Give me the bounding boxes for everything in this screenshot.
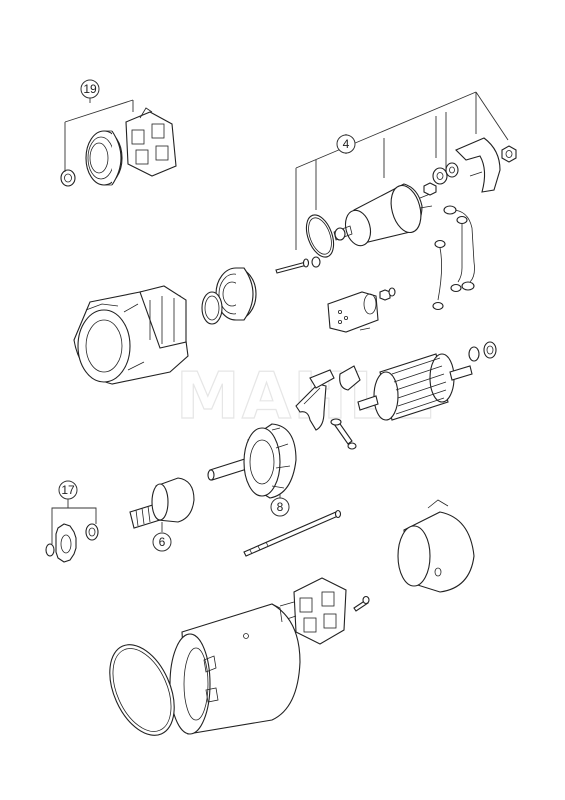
callout-17-label: 17 [61,483,75,497]
through-bolts [243,509,342,557]
callout-4-label: 4 [343,137,350,151]
small-screw [353,595,370,612]
o-ring-large [305,214,335,258]
cable-leads [432,205,475,311]
hex-nut [501,145,517,163]
end-cover-shield [455,137,501,193]
brush-holder-small [125,107,177,177]
solenoid-plunger [327,287,396,333]
solenoid-switch [333,183,433,247]
callout-17: 17 [58,480,78,500]
callout-8-label: 8 [277,500,284,514]
commutator-end-frame [397,499,475,593]
large-gasket-ring [109,644,175,736]
callout-4: 4 [336,134,356,154]
long-bolt [275,258,310,274]
ball-bearing [85,130,123,186]
callout-6: 6 [152,532,172,552]
lever-bushing [339,365,361,391]
callout-6-label: 6 [159,535,166,549]
drive-end-housing [73,285,189,385]
callout-17-leader [51,498,97,544]
yoke-housing [169,603,301,735]
small-seal-ring [60,169,76,187]
callout-8: 8 [270,497,290,517]
part-4-group [275,91,517,274]
armature [357,341,497,421]
callout-19-label: 19 [83,82,97,96]
callout-19: 19 [80,79,100,99]
engaging-lever [295,369,335,431]
callout-19-leader [64,97,134,172]
pinion-shaft [129,477,195,532]
nut-and-washers [423,162,459,196]
small-washer [311,256,321,268]
pivot-pin [330,418,357,450]
intermediate-bearing [215,267,257,321]
drive-clutch-assembly [207,423,297,499]
thin-seal-ring [201,291,223,325]
part-19-group [60,97,177,187]
pinion-gear-group [45,498,99,563]
